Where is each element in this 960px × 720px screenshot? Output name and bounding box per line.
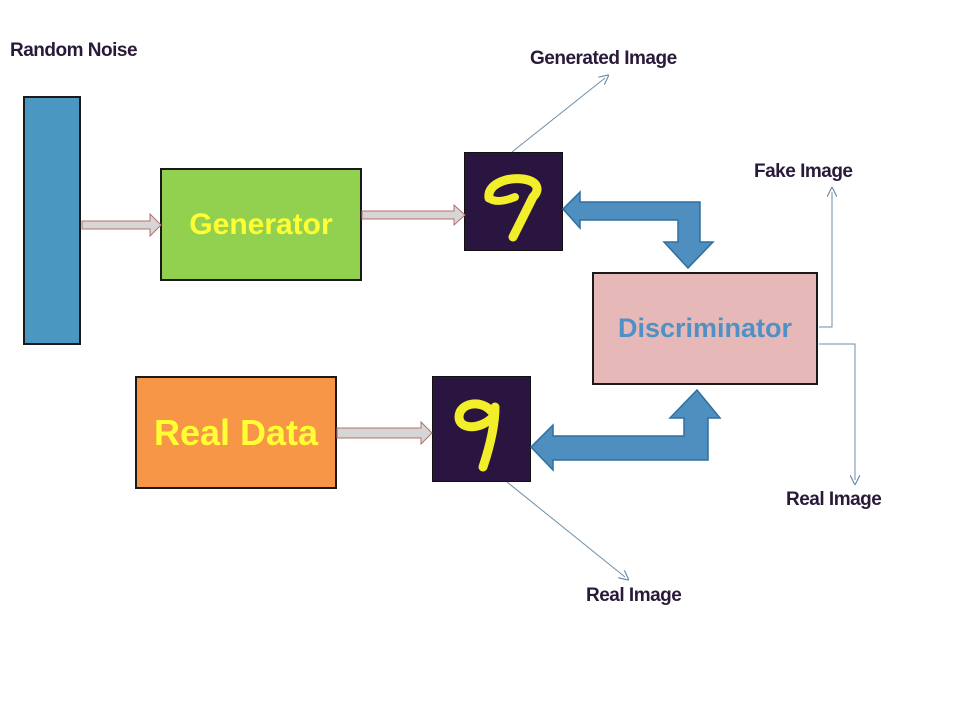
generated-image-pointer (511, 78, 605, 153)
real-data-box: Real Data (135, 376, 337, 489)
generated-image-discriminator-arrow (561, 190, 715, 270)
discriminator-label: Discriminator (617, 313, 793, 343)
real-image-discriminator-arrow (529, 388, 722, 472)
digit-nine-icon (454, 399, 500, 472)
real-image-label-right: Real Image (786, 489, 882, 510)
generator-to-image-arrow (361, 203, 466, 227)
real-data-label: Real Data (153, 411, 319, 453)
real-image-output-line (819, 343, 855, 480)
random-noise-bar (23, 96, 81, 345)
noise-to-generator-arrow (81, 212, 162, 238)
realdata-to-image-arrow (336, 420, 433, 446)
real-image-thumb (432, 376, 531, 482)
real-image-label-bottom: Real Image (586, 585, 682, 606)
generated-image-label: Generated Image (530, 48, 677, 69)
random-noise-label: Random Noise (10, 40, 138, 61)
digit-seven-icon (484, 174, 542, 242)
generator-box: Generator (160, 168, 362, 281)
real-image-pointer (506, 481, 625, 577)
discriminator-box: Discriminator (592, 272, 818, 385)
generated-image-thumb (464, 152, 563, 251)
fake-image-label: Fake Image (754, 161, 853, 182)
generator-label: Generator (189, 207, 333, 241)
fake-image-output-line (819, 192, 832, 328)
